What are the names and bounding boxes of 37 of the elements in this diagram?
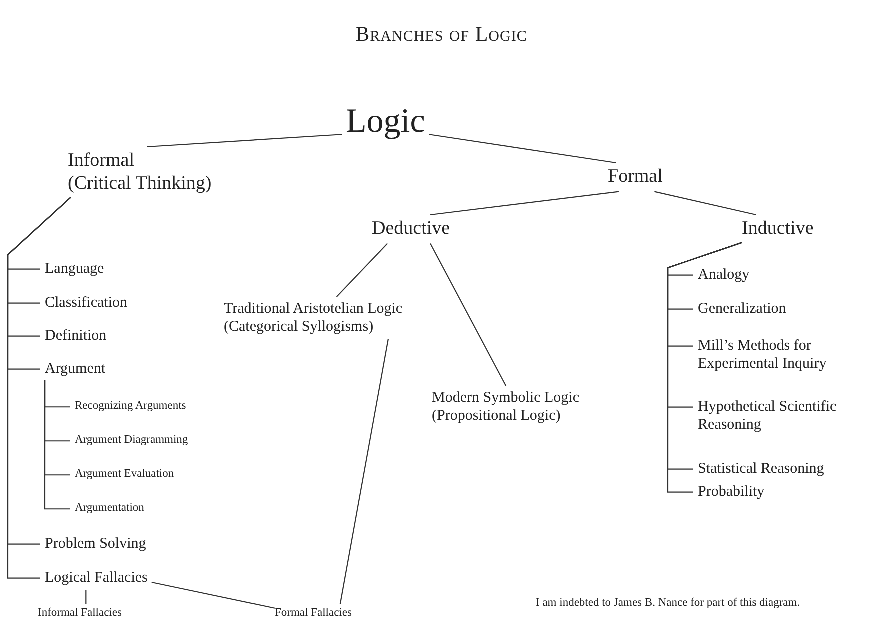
node-label: Traditional Aristotelian Logic (Categorical Syllogisms)	[224, 300, 404, 336]
node-label: Language	[45, 260, 104, 278]
diagram-title: Branches of Logic	[354, 22, 528, 47]
credit-note: I am indebted to James B. Nance for part of this diagram.	[536, 597, 800, 609]
connector-line	[654, 191, 756, 216]
connector-line	[152, 582, 276, 609]
node-label: Argumentation	[75, 502, 144, 516]
connector-line	[336, 243, 388, 298]
connector-line	[86, 590, 87, 604]
node-label: Mill’s Methods for Experimental Inquiry	[698, 337, 828, 373]
node-label: Argument	[45, 360, 106, 378]
node-label: Argument Evaluation	[75, 468, 174, 482]
connector-line	[44, 380, 70, 510]
node-label: Probability	[698, 483, 765, 501]
connector-line	[340, 338, 390, 604]
node-label: Hypothetical Scientific Reasoning	[698, 398, 838, 434]
node-label: Definition	[45, 327, 107, 345]
node-label: Logical Fallacies	[45, 569, 148, 587]
node-label: Formal	[608, 166, 663, 189]
node-label: Argument Diagramming	[75, 434, 188, 448]
node-label: Classification	[45, 294, 128, 312]
node-label: Problem Solving	[45, 535, 146, 553]
connector-line	[430, 244, 507, 386]
node-label: Recognizing Arguments	[75, 400, 186, 414]
node-label: Deductive	[372, 218, 450, 241]
node-label: Inductive	[742, 218, 814, 241]
node-label: Generalization	[698, 300, 786, 318]
connector-line	[430, 191, 620, 216]
node-label: Modern Symbolic Logic (Propositional Logic)	[432, 389, 580, 425]
node-label: Informal (Critical Thinking)	[68, 150, 212, 196]
node-label: Formal Fallacies	[275, 607, 352, 621]
node-label: Informal Fallacies	[38, 607, 122, 621]
connector-line	[429, 134, 616, 164]
node-label: Statistical Reasoning	[698, 460, 824, 478]
node-label: Logic	[346, 102, 426, 142]
connector-line	[147, 134, 342, 148]
node-label: Analogy	[698, 266, 750, 284]
